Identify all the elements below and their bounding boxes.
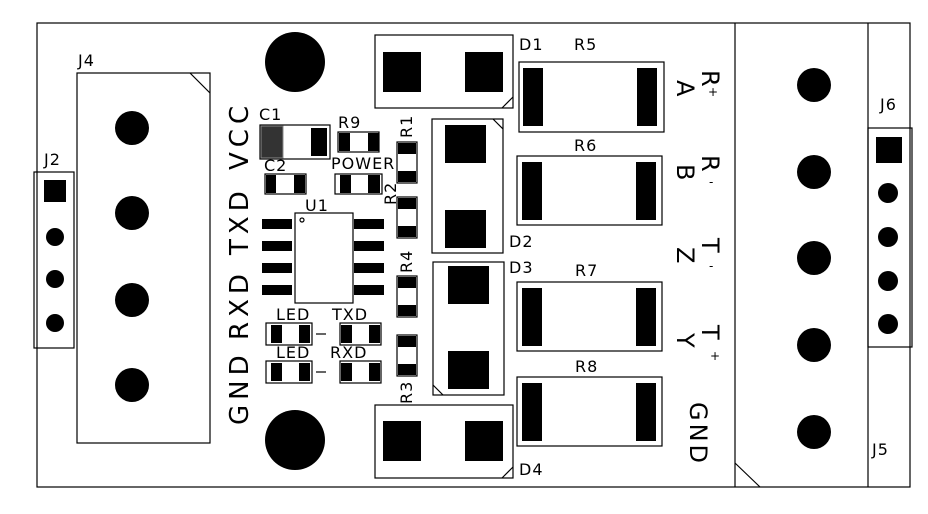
c1-label: C1 — [259, 105, 282, 124]
j4-label: J4 — [77, 51, 95, 70]
sign-minus: - — [709, 175, 713, 189]
label-t-plus: T — [696, 324, 724, 340]
label-gnd: GND — [225, 350, 255, 425]
label-b: B — [671, 164, 699, 180]
r2-label: R2 — [381, 182, 400, 205]
r7-label: R7 — [575, 261, 598, 280]
left-pin-labels: VCC TXD RXD GND — [225, 101, 255, 425]
led-power: POWER — [331, 154, 395, 195]
connector-j2: J2 — [33, 150, 75, 349]
resistor-r3: R3 — [396, 334, 418, 404]
connector-j6: J6 — [867, 95, 913, 348]
r3-label: R3 — [397, 381, 416, 404]
mounting-hole — [265, 32, 325, 92]
sign-minus: - — [709, 259, 713, 273]
d2-label: D2 — [509, 232, 534, 251]
r5-label: R5 — [574, 35, 597, 54]
r6-label: R6 — [574, 136, 597, 155]
label-txd: TXD — [225, 186, 255, 256]
resistor-r8: R8 — [516, 357, 663, 447]
d1-label: D1 — [519, 35, 544, 54]
resistor-r1: R1 — [396, 115, 418, 184]
resistor-r6: R6 — [516, 136, 663, 226]
diode-d3: D3 — [432, 258, 534, 396]
txd-label: TXD — [331, 305, 368, 324]
r9-label: R9 — [338, 113, 361, 132]
label-rxd: RXD — [225, 269, 255, 340]
power-label: POWER — [331, 154, 395, 173]
board-outline — [36, 22, 911, 488]
diode-d2: D2 — [431, 118, 534, 254]
connector-j4: J4 — [76, 51, 211, 444]
r1-label: R1 — [397, 115, 416, 138]
right-pin-labels: A R + B R - Z T - Y T + GND — [671, 70, 724, 466]
led-rxd: LED RXD — [265, 343, 382, 384]
resistor-r7: R7 — [516, 261, 663, 352]
sign-plus: + — [708, 85, 718, 99]
label-r-minus: R — [696, 155, 724, 172]
u1-label: U1 — [305, 196, 329, 215]
sign-plus: + — [710, 349, 720, 363]
diode-d4: D4 — [374, 404, 544, 479]
ic-u1: U1 — [262, 196, 384, 304]
diode-d1: D1 — [374, 34, 544, 109]
outline-chamfer — [734, 462, 761, 488]
resistor-r2: R2 — [381, 182, 418, 239]
terminal-block-holes — [797, 68, 831, 449]
resistor-r4: R4 — [396, 250, 418, 318]
rxd-label: RXD — [330, 343, 367, 362]
label-gnd-right: GND — [684, 402, 712, 466]
label-z: Z — [671, 247, 699, 263]
label-t-minus: T — [696, 237, 724, 253]
d4-label: D4 — [519, 460, 544, 479]
j5-label: J5 — [871, 440, 889, 459]
resistor-r9: R9 — [337, 113, 380, 153]
led-txd-label: LED — [276, 305, 310, 324]
j2-label: J2 — [43, 150, 61, 169]
d3-label: D3 — [509, 258, 534, 277]
led-rxd-label: LED — [276, 343, 310, 362]
j6-label: J6 — [879, 95, 897, 114]
resistor-r5: R5 — [518, 35, 665, 133]
label-vcc: VCC — [225, 101, 255, 170]
capacitor-c1: C1 — [259, 105, 331, 160]
label-y: Y — [671, 332, 699, 348]
capacitor-c2: C2 — [264, 156, 307, 195]
c2-label: C2 — [264, 156, 287, 175]
label-r-plus: R — [696, 70, 724, 87]
label-a: A — [671, 80, 699, 97]
led-txd: LED TXD — [265, 305, 382, 346]
r8-label: R8 — [575, 357, 598, 376]
r4-label: R4 — [397, 250, 416, 273]
mounting-hole — [265, 410, 325, 470]
